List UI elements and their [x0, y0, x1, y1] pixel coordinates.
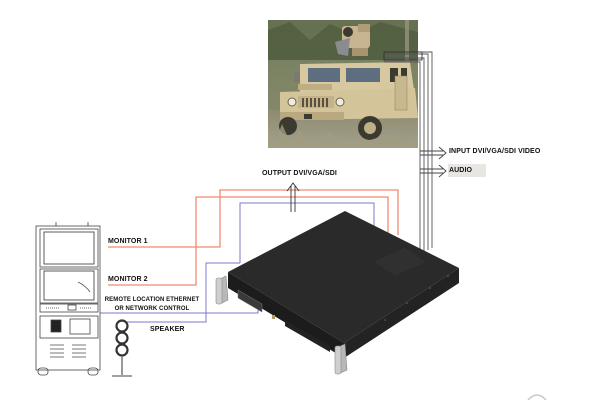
output-arrow-icon	[286, 182, 300, 212]
remote-control-label-line2: OR NETWORK CONTROL	[114, 306, 190, 312]
remote-control-label: REMOTE LOCATION ETHERNET OR NETWORK CONT…	[102, 296, 202, 314]
monitor-1-icon	[39, 228, 99, 268]
output-label: OUTPUT DVI/VGA/SDI	[262, 170, 337, 177]
input-video-label: INPUT DVI/VGA/SDI VIDEO	[449, 148, 541, 155]
decorative-arc	[527, 394, 547, 400]
turret-camera-icon	[335, 24, 370, 56]
speaker-icon	[112, 319, 132, 377]
handle-left-icon	[215, 275, 229, 305]
console-rack	[35, 222, 101, 376]
monitor-cables	[108, 189, 399, 286]
remote-control-label-line1: REMOTE LOCATION ETHERNET	[104, 297, 200, 303]
monitor-2-icon	[39, 268, 99, 304]
network-cables	[36, 202, 375, 323]
humvee-icon	[279, 62, 418, 140]
handle-right-icon	[334, 343, 348, 375]
input-video-arrow-icon	[420, 146, 447, 160]
input-cables	[383, 51, 433, 254]
audio-arrow-icon	[420, 164, 447, 178]
speaker-label: SPEAKER	[150, 326, 185, 333]
monitor-2-label: MONITOR 2	[108, 276, 148, 283]
vehicle-photo	[268, 20, 418, 148]
monitor-1-label: MONITOR 1	[108, 238, 148, 245]
audio-label: AUDIO	[448, 164, 487, 177]
processor-unit	[215, 211, 459, 375]
